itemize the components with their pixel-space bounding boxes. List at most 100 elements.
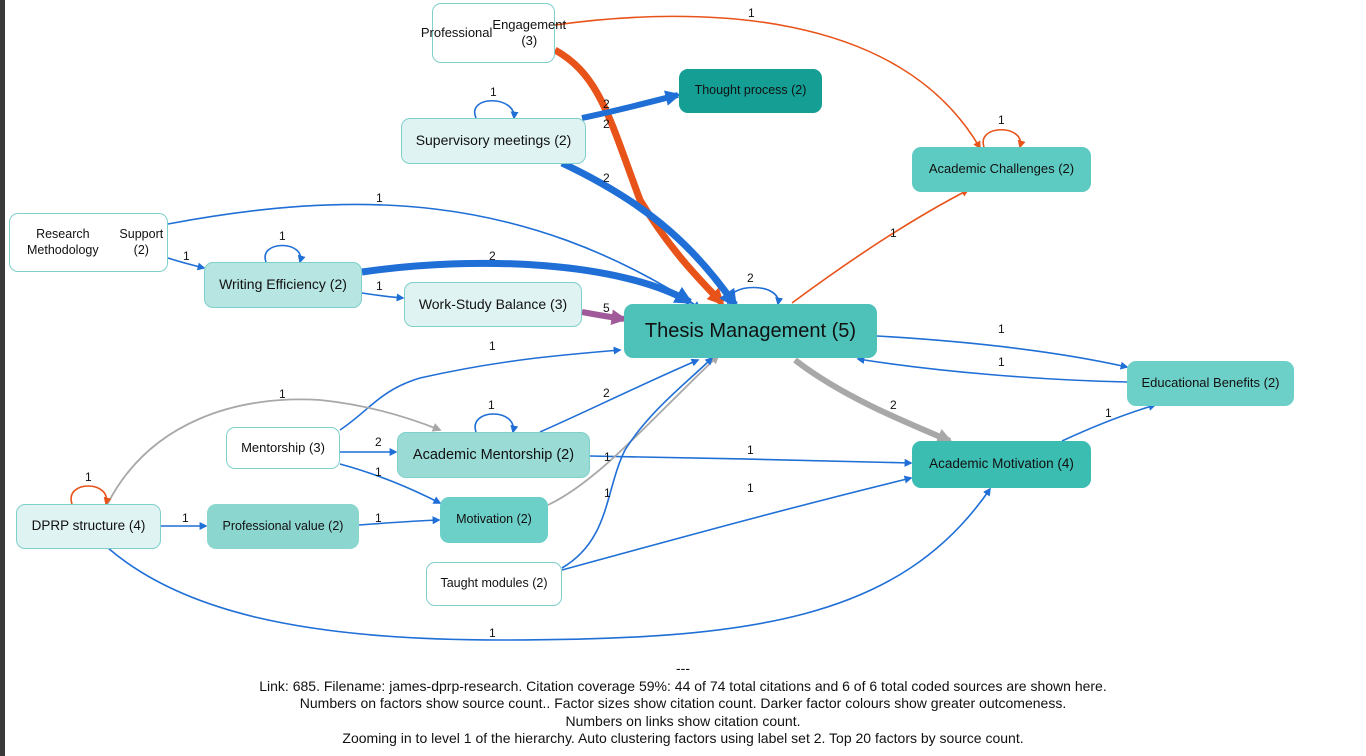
edge-writing-efficiency-self[interactable] xyxy=(264,244,306,264)
edge-academic-motivation-educational-benefits[interactable] xyxy=(1061,403,1157,442)
edge-dprp-structure-academic-mentorship[interactable] xyxy=(106,398,442,506)
node-work-study-balance[interactable]: Work-Study Balance (3) xyxy=(404,282,582,327)
node-writing-efficiency[interactable]: Writing Efficiency (2) xyxy=(204,262,362,308)
edge-thesis-management-academic-motivation[interactable] xyxy=(793,357,953,444)
edge-mentorship-thesis-management[interactable] xyxy=(339,346,622,431)
edge-label: 1 xyxy=(488,398,495,412)
edge-research-methodology-writing-efficiency[interactable] xyxy=(167,257,206,271)
causal-map-graph[interactable]: 1 2 2 2 1 1 1 1 2 1 5 2 1 1 1 1 2 1 1 1 … xyxy=(0,0,1366,660)
window-border xyxy=(0,0,5,756)
edge-label: 1 xyxy=(998,355,1005,369)
node-label: Motivation (2) xyxy=(456,512,532,527)
edge-label: 1 xyxy=(375,511,382,525)
edge-professional-value-motivation[interactable] xyxy=(358,516,441,526)
edge-label: 2 xyxy=(375,435,382,449)
caption-link-info: Link: 685. Filename: james-dprp-research… xyxy=(259,677,1107,694)
edge-thesis-management-academic-challenges[interactable] xyxy=(791,189,970,304)
edge-label: 2 xyxy=(890,398,897,412)
node-academic-motivation[interactable]: Academic Motivation (4) xyxy=(912,441,1091,488)
node-educational-benefits[interactable]: Educational Benefits (2) xyxy=(1127,361,1294,406)
caption-factor-legend: Numbers on factors show source count.. F… xyxy=(299,695,1067,712)
graph-caption: --- Link: 685. Filename: james-dprp-rese… xyxy=(0,660,1366,748)
caption-zoom-info: Zooming in to level 1 of the hierarchy. … xyxy=(342,730,1024,747)
edge-label: 1 xyxy=(490,85,497,99)
edge-writing-efficiency-work-study-balance[interactable] xyxy=(361,292,405,302)
edge-label: 2 xyxy=(603,171,610,185)
edge-professional-engagement-academic-challenges[interactable] xyxy=(554,15,981,150)
edge-label: 2 xyxy=(603,97,610,111)
edge-label: 1 xyxy=(375,465,382,479)
edge-dprp-structure-academic-motivation[interactable] xyxy=(107,487,991,641)
edge-label: 1 xyxy=(183,249,190,263)
edge-academic-mentorship-self[interactable] xyxy=(474,413,519,434)
edge-label: 1 xyxy=(376,191,383,205)
node-label: Research Methodology xyxy=(27,226,99,257)
node-motivation[interactable]: Motivation (2) xyxy=(440,497,548,543)
node-label: Educational Benefits (2) xyxy=(1141,375,1280,391)
node-label: Thought process (2) xyxy=(694,83,807,98)
caption-separator: --- xyxy=(676,660,690,676)
edge-writing-efficiency-thesis-management[interactable] xyxy=(361,259,694,306)
node-academic-mentorship[interactable]: Academic Mentorship (2) xyxy=(397,432,590,478)
edge-label: 1 xyxy=(85,470,92,484)
node-taught-modules[interactable]: Taught modules (2) xyxy=(426,562,562,606)
edge-label: 1 xyxy=(890,226,897,240)
node-mentorship[interactable]: Mentorship (3) xyxy=(226,427,340,469)
node-label: Taught modules (2) xyxy=(440,576,548,591)
edge-label: 1 xyxy=(489,339,496,353)
edge-motivation-thesis-management[interactable] xyxy=(547,354,720,506)
node-dprp-structure[interactable]: DPRP structure (4) xyxy=(16,504,161,549)
node-label: Academic Challenges (2) xyxy=(928,161,1075,177)
edge-research-methodology-thesis-management[interactable] xyxy=(167,203,702,309)
edge-thesis-management-self[interactable] xyxy=(727,286,784,306)
edge-taught-modules-academic-motivation[interactable] xyxy=(561,475,913,571)
edge-educational-benefits-thesis-management[interactable] xyxy=(856,356,1128,383)
node-label: Support (2) xyxy=(119,226,164,257)
edge-label: 1 xyxy=(376,279,383,293)
edge-supervisory-meetings-thought-process[interactable] xyxy=(581,90,682,121)
node-thesis-management[interactable]: Thesis Management (5) xyxy=(624,304,877,358)
edge-label: 2 xyxy=(489,249,496,263)
edge-label: 1 xyxy=(998,113,1005,127)
edge-label: 1 xyxy=(604,450,611,464)
node-academic-challenges[interactable]: Academic Challenges (2) xyxy=(912,147,1091,192)
edge-label: 5 xyxy=(603,301,610,315)
node-label: DPRP structure (4) xyxy=(31,518,146,534)
node-label: Thesis Management (5) xyxy=(644,319,857,342)
node-label: Writing Efficiency (2) xyxy=(219,276,347,293)
edge-academic-mentorship-thesis-management[interactable] xyxy=(539,358,700,433)
node-label: Academic Motivation (4) xyxy=(929,456,1074,472)
edge-label: 2 xyxy=(603,386,610,400)
node-label: Engagement (3) xyxy=(492,16,567,48)
edge-label: 1 xyxy=(279,387,286,401)
node-supervisory-meetings[interactable]: Supervisory meetings (2) xyxy=(401,118,586,164)
edge-academic-mentorship-academic-motivation[interactable] xyxy=(589,455,913,467)
edge-supervisory-meetings-self[interactable] xyxy=(473,99,519,120)
edge-dprp-structure-self[interactable] xyxy=(70,485,112,506)
edge-taught-modules-thesis-management[interactable] xyxy=(561,356,714,569)
node-label: Supervisory meetings (2) xyxy=(415,132,572,149)
edge-label: 1 xyxy=(747,443,754,457)
node-professional-value[interactable]: Professional value (2) xyxy=(207,504,359,549)
edge-mentorship-motivation[interactable] xyxy=(339,463,442,504)
edge-label: 1 xyxy=(1105,406,1112,420)
edge-label: 2 xyxy=(747,271,754,285)
caption-link-legend: Numbers on links show citation count. xyxy=(565,712,801,729)
edge-thesis-management-educational-benefits[interactable] xyxy=(876,335,1129,370)
node-label: Academic Mentorship (2) xyxy=(412,446,575,463)
edge-label: 1 xyxy=(489,626,496,640)
edge-label: 1 xyxy=(604,486,611,500)
node-label: Work-Study Balance (3) xyxy=(418,295,568,312)
edge-supervisory-meetings-thesis-management[interactable] xyxy=(560,159,738,308)
edge-label: 2 xyxy=(603,117,610,131)
edge-professional-engagement-thesis-management[interactable] xyxy=(553,46,725,306)
edge-label: 1 xyxy=(182,511,189,525)
node-label: Mentorship (3) xyxy=(241,439,325,455)
edge-work-study-balance-thesis-management[interactable] xyxy=(581,309,628,325)
node-thought-process[interactable]: Thought process (2) xyxy=(679,69,822,113)
edge-label: 1 xyxy=(279,229,286,243)
edge-academic-challenges-self[interactable] xyxy=(982,128,1026,149)
edge-label: 1 xyxy=(748,6,755,20)
node-research-methodology-support[interactable]: Research Methodology Support (2) xyxy=(9,213,168,272)
